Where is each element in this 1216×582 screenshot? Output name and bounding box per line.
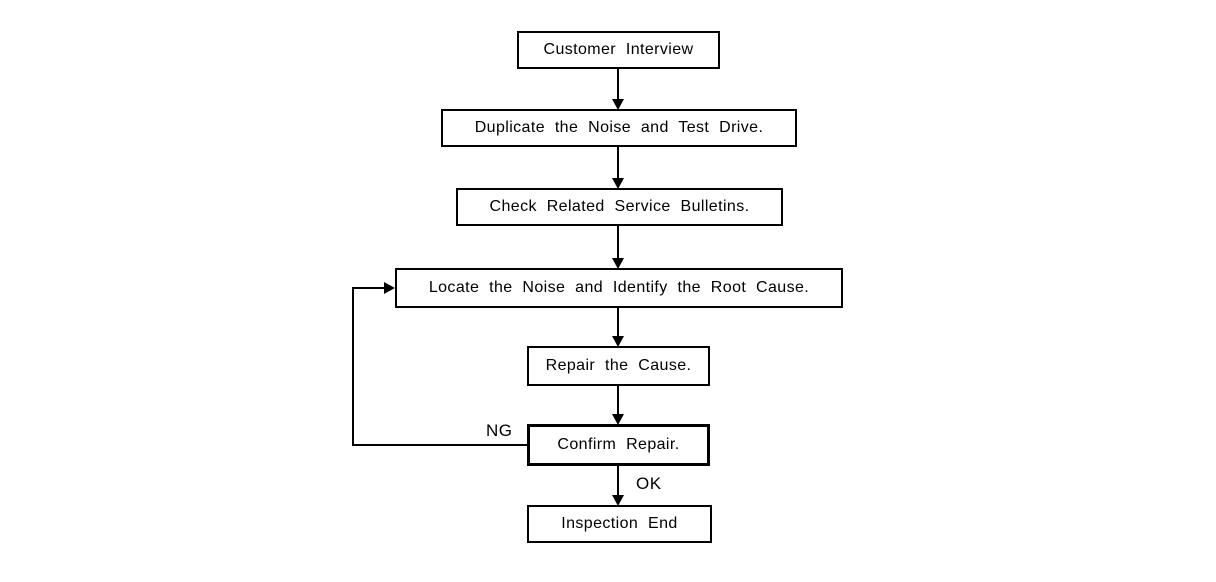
node-duplicate-noise: Duplicate the Noise and Test Drive.: [441, 109, 797, 147]
arrowhead-down-icon: [612, 178, 624, 189]
node-confirm-repair: Confirm Repair.: [527, 424, 710, 466]
arrow-line-duplicate-to-check: [617, 147, 619, 179]
feedback-line-vertical: [352, 287, 354, 446]
arrow-line-check-to-locate: [617, 226, 619, 259]
arrow-line-locate-to-repair: [617, 308, 619, 337]
arrow-line-confirm-to-end: [617, 466, 619, 496]
node-customer-interview: Customer Interview: [517, 31, 720, 69]
feedback-line-bottom: [352, 444, 527, 446]
edge-label-ok: OK: [636, 474, 662, 493]
feedback-line-top: [352, 287, 385, 289]
arrowhead-right-icon: [384, 282, 395, 294]
node-check-bulletins: Check Related Service Bulletins.: [456, 188, 783, 226]
arrowhead-down-icon: [612, 258, 624, 269]
arrowhead-down-icon: [612, 414, 624, 425]
arrowhead-down-icon: [612, 99, 624, 110]
node-locate-noise: Locate the Noise and Identify the Root C…: [395, 268, 843, 308]
arrow-line-repair-to-confirm: [617, 386, 619, 415]
arrowhead-down-icon: [612, 495, 624, 506]
node-repair-cause: Repair the Cause.: [527, 346, 710, 386]
arrow-line-interview-to-duplicate: [617, 69, 619, 100]
edge-label-ng: NG: [486, 421, 513, 440]
arrowhead-down-icon: [612, 336, 624, 347]
node-inspection-end: Inspection End: [527, 505, 712, 543]
